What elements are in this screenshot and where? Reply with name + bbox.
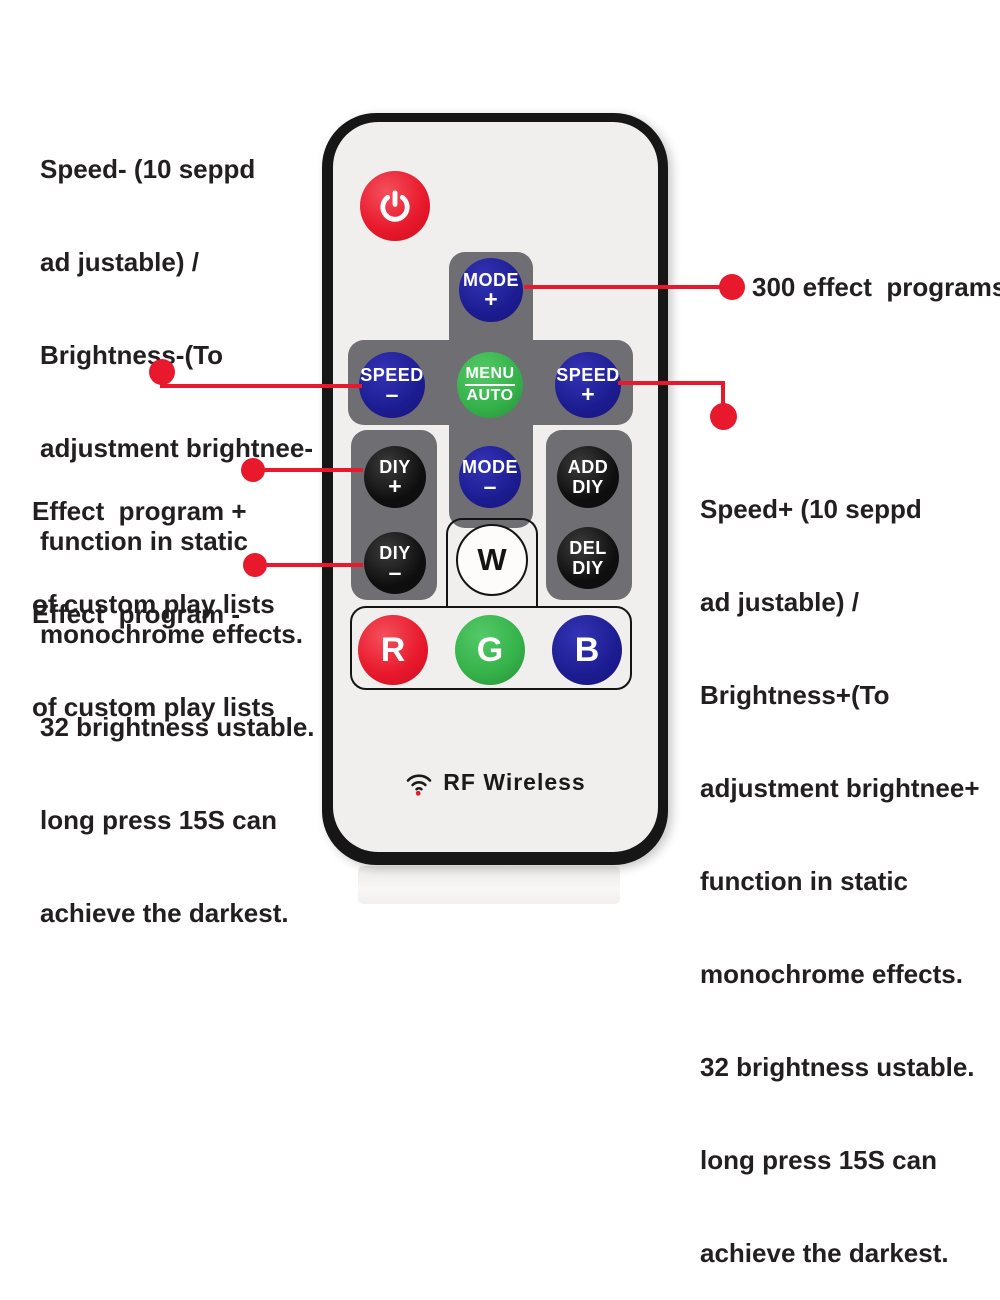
callout-line-mode-plus [524, 285, 724, 289]
button-label: – [385, 381, 399, 407]
annotation-line: monochrome effects. [40, 619, 303, 649]
annotation-speed-minus-brightness: Speed- (10 seppd ad justable) / Brightne… [40, 92, 315, 960]
button-label: SPEED [556, 365, 620, 385]
speed-plus-button[interactable]: SPEED + [555, 352, 621, 418]
annotation-line: Effect program + [32, 496, 247, 526]
button-label: + [388, 473, 402, 499]
annotation-line: ad justable) / [700, 587, 859, 617]
rf-wireless-icon [406, 774, 432, 796]
menu-auto-button[interactable]: MENU AUTO [457, 352, 523, 418]
button-label: + [484, 286, 498, 312]
annotation-line: Speed+ (10 seppd [700, 494, 922, 524]
button-label: + [581, 381, 595, 407]
button-label: DIY [572, 558, 604, 578]
button-label: DIY [379, 457, 411, 477]
callout-line-speed-plus-vertical [721, 381, 725, 407]
blue-color-button[interactable]: B [552, 615, 622, 685]
annotation-line: adjustment brightnee+ [700, 773, 980, 803]
callout-line-speed-minus [160, 384, 362, 388]
callout-line-speed-minus-vertical [160, 378, 164, 388]
button-label: DIY [379, 543, 411, 563]
annotation-line: Effect program - [32, 599, 241, 629]
callout-dot-speed-plus [710, 403, 737, 430]
button-label: MODE [462, 457, 518, 477]
callout-line-diy-plus [251, 468, 363, 472]
power-button[interactable] [360, 171, 430, 241]
annotation-line: Brightness-(To [40, 340, 223, 370]
annotation-line: Brightness+(To [700, 680, 890, 710]
rgb-buttons-outline-box [350, 606, 632, 690]
button-label: MODE [463, 270, 519, 290]
annotation-line: function in static [700, 866, 908, 896]
annotation-line: function in static [40, 526, 248, 556]
annotation-300-effect-programs: 300 effect programs [752, 272, 1000, 302]
callout-line-diy-minus [253, 563, 363, 567]
green-color-button[interactable]: G [455, 615, 525, 685]
power-icon [380, 190, 410, 222]
remote-control-body: MODE + SPEED – MENU AUTO SPEED + DIY + M… [322, 113, 668, 865]
button-label: W [477, 542, 507, 577]
button-label: AUTO [466, 387, 514, 404]
speed-minus-button[interactable]: SPEED – [359, 352, 425, 418]
annotation-speed-plus-brightness: Speed+ (10 seppd ad justable) / Brightne… [700, 432, 980, 1300]
annotation-line: achieve the darkest. [700, 1238, 949, 1268]
annotation-line: 32 brightness ustable. [700, 1052, 975, 1082]
annotation-line: long press 15S can [40, 805, 277, 835]
button-label: – [483, 473, 497, 499]
button-label: – [388, 559, 402, 585]
annotation-line: monochrome effects. [700, 959, 963, 989]
button-label: MENU [465, 366, 515, 386]
button-label: ADD [567, 457, 609, 477]
annotation-line: of custom play lists [32, 692, 275, 722]
white-color-button[interactable]: W [456, 524, 528, 596]
brand-text: RF Wireless [443, 769, 586, 795]
annotation-line: 32 brightness ustable. [40, 712, 315, 742]
button-label: R [380, 630, 406, 669]
mode-plus-button[interactable]: MODE + [459, 258, 523, 322]
brand-row: RF Wireless [322, 769, 668, 796]
annotation-line: long press 15S can [700, 1145, 937, 1175]
annotation-effect-program-minus: Effect program - of custom play lists [32, 537, 275, 754]
button-label: SPEED [360, 365, 424, 385]
button-label: DIY [572, 477, 604, 497]
del-diy-button[interactable]: DEL DIY [557, 527, 619, 589]
annotation-line: Speed- (10 seppd [40, 154, 256, 184]
add-diy-button[interactable]: ADD DIY [557, 446, 619, 508]
diy-minus-button[interactable]: DIY – [364, 532, 426, 594]
annotation-line: ad justable) / [40, 247, 199, 277]
callout-dot-mode-plus [719, 274, 745, 300]
annotation-line: of custom play lists [32, 589, 275, 619]
button-label: B [574, 630, 600, 669]
white-button-outline-box [446, 518, 538, 608]
diy-plus-button[interactable]: DIY + [364, 446, 426, 508]
button-label: G [476, 630, 504, 669]
battery-pull-tab [358, 866, 620, 904]
mode-minus-button[interactable]: MODE – [459, 446, 521, 508]
annotation-effect-program-plus: Effect program + of custom play lists [32, 434, 275, 651]
annotation-line: achieve the darkest. [40, 898, 289, 928]
callout-line-speed-plus [618, 381, 725, 385]
red-color-button[interactable]: R [358, 615, 428, 685]
button-label: DEL [569, 538, 607, 558]
